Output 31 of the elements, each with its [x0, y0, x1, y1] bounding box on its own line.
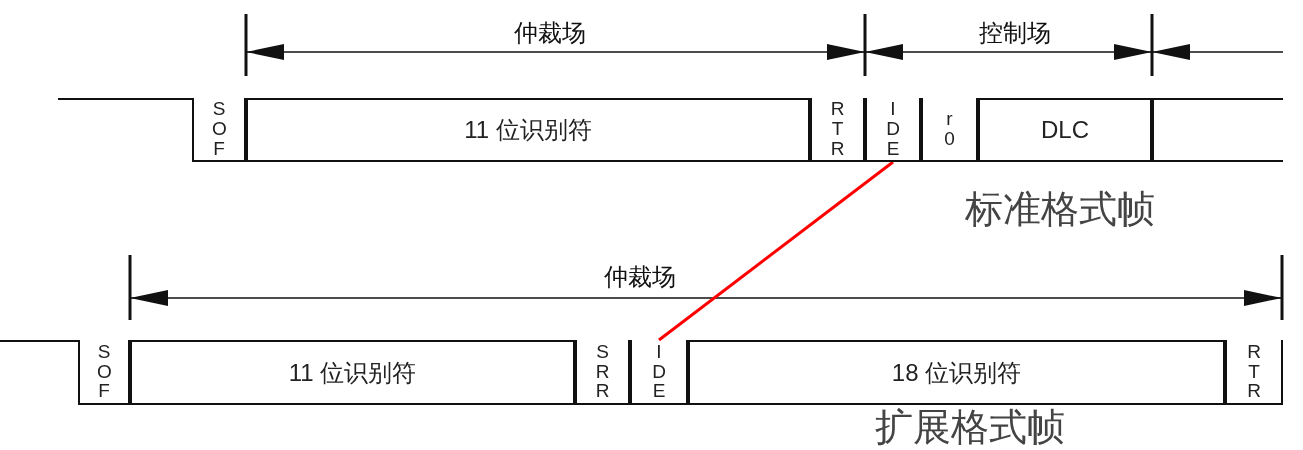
field-label: SRR	[595, 341, 610, 402]
field-label: RTR	[830, 99, 845, 159]
field-label: 11 位识别符	[288, 357, 417, 388]
dimension-label: 仲裁场	[603, 262, 677, 292]
dimension-label: 仲裁场	[513, 18, 587, 48]
frame-field	[810, 98, 865, 162]
connector-line	[658, 160, 894, 342]
frame-field	[575, 340, 630, 405]
dimension-label: 控制场	[978, 18, 1052, 48]
field-label: SOF	[96, 341, 112, 402]
frame-caption: 扩展格式帧	[874, 404, 1066, 450]
field-label: 11 位识别符	[464, 115, 592, 145]
empty-field	[1152, 98, 1283, 162]
field-label: IDE	[651, 341, 667, 402]
frame-field	[78, 340, 130, 405]
frame-field	[688, 340, 1225, 405]
frame-field	[130, 340, 575, 405]
frame-field	[192, 98, 246, 162]
field-label: IDE	[885, 99, 901, 159]
field-label: SOF	[211, 99, 227, 159]
frame-field	[921, 98, 978, 162]
frame-caption: 标准格式帧	[964, 186, 1156, 233]
frame-field	[1225, 340, 1283, 405]
field-label: RTR	[1246, 341, 1262, 402]
frame-field	[630, 340, 688, 405]
frame-field	[246, 98, 810, 162]
field-label: 18 位识别符	[891, 357, 1022, 388]
field-label: r0	[943, 109, 956, 149]
field-label: DLC	[1041, 115, 1089, 145]
frame-field	[978, 98, 1152, 162]
frame-field	[865, 98, 921, 162]
